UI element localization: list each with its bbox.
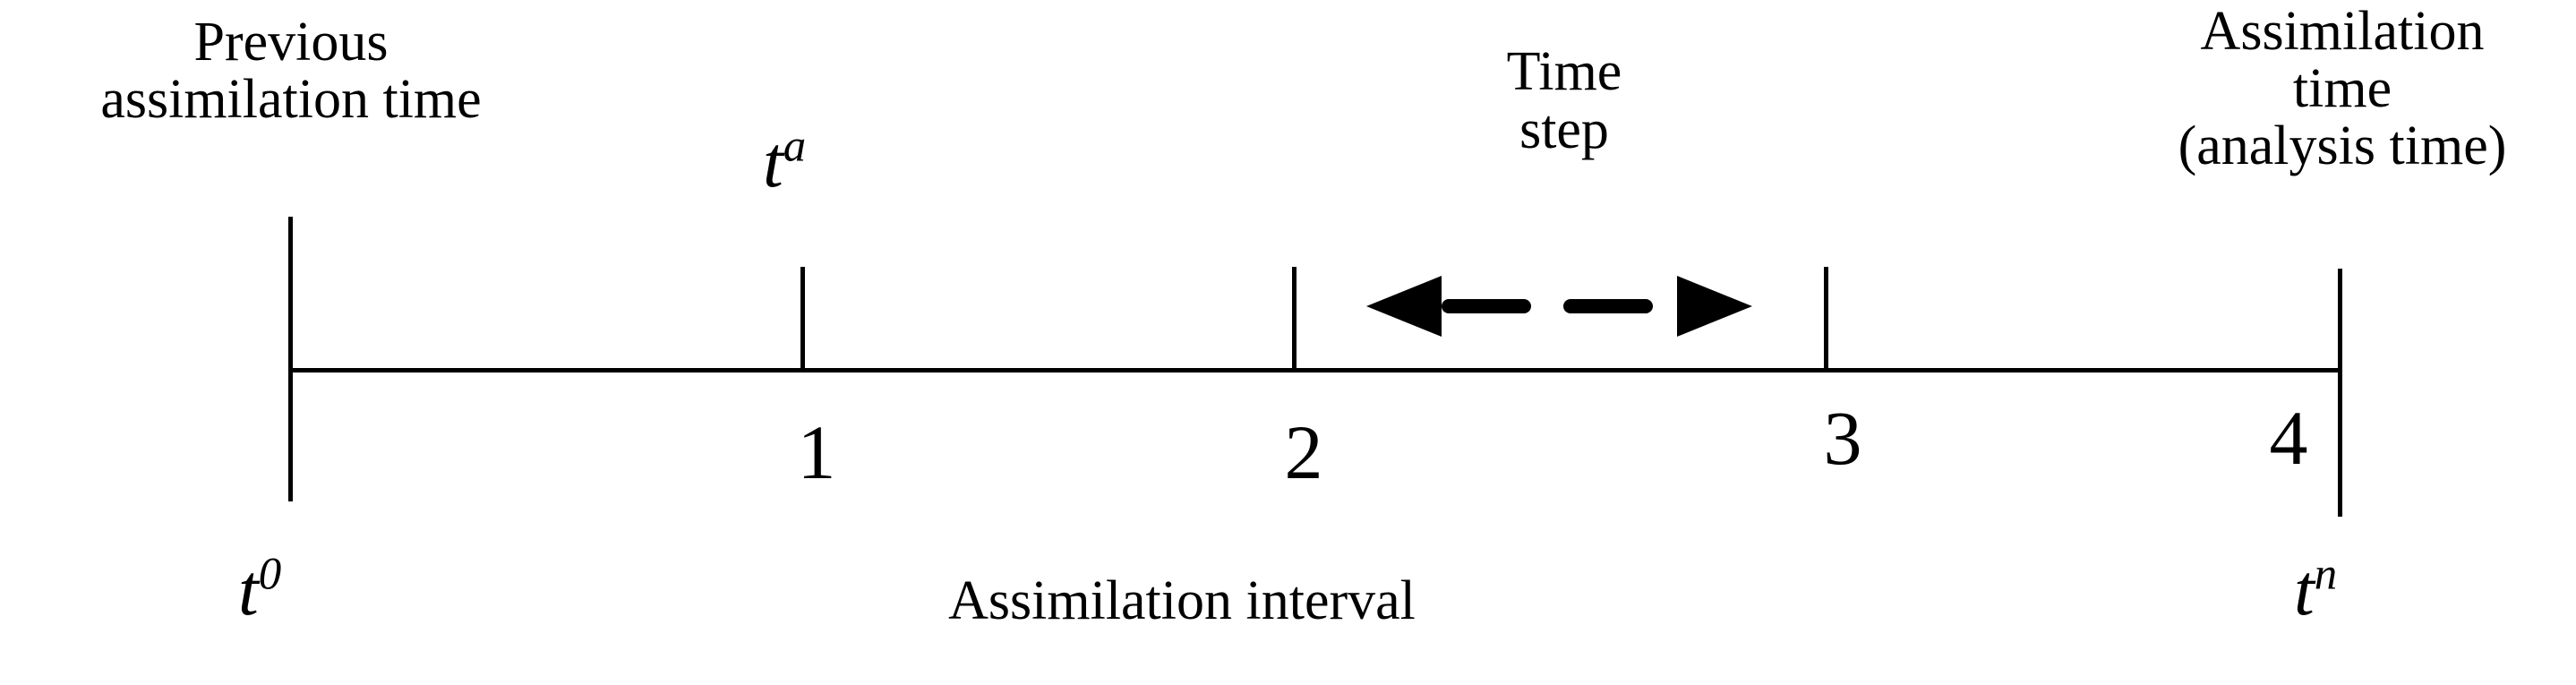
previous-assimilation-label: Previous assimilation time <box>0 12 582 130</box>
tick-step-2 <box>1292 267 1297 372</box>
tick-tn <box>2338 269 2342 517</box>
tick-number-3: 3 <box>1823 395 1862 481</box>
t-end-superscript: n <box>2314 548 2338 599</box>
previous-assimilation-label-line1: Previous <box>193 12 389 73</box>
time-step-arrow <box>1366 276 1752 337</box>
tick-step-3 <box>1824 267 1828 372</box>
time-axis <box>290 368 2341 372</box>
time-step-arrow-right-head <box>1677 276 1752 337</box>
tick-number-4: 4 <box>2269 395 2308 481</box>
assimilation-time-label-line2: time <box>2292 57 2392 119</box>
time-step-arrow-dash-1 <box>1442 299 1531 313</box>
time-step-label-line2: step <box>1519 99 1609 161</box>
t-end-base: t <box>2294 549 2315 630</box>
time-step-label-line1: Time <box>1506 41 1622 102</box>
assimilation-time-label: Assimilation time (analysis time) <box>2109 1 2576 176</box>
t-start-base: t <box>238 549 259 630</box>
previous-assimilation-label-line2: assimilation time <box>100 68 482 130</box>
t-start-superscript: 0 <box>258 548 282 599</box>
tick-t0 <box>288 217 293 501</box>
assimilation-interval-caption: Assimilation interval <box>948 570 1416 631</box>
tick-step-1 <box>800 267 805 372</box>
time-step-arrow-left-head <box>1366 276 1442 337</box>
t-analysis-label: ta <box>763 123 806 199</box>
t-analysis-base: t <box>763 121 783 202</box>
t-analysis-superscript: a <box>783 120 807 171</box>
assimilation-time-label-line3: (analysis time) <box>2178 115 2507 176</box>
assimilation-time-label-line1: Assimilation <box>2200 1 2485 62</box>
tick-number-1: 1 <box>797 409 836 495</box>
time-step-label: Time step <box>1430 41 1699 161</box>
t-end-label: tn <box>2294 551 2337 627</box>
t-start-label: t0 <box>238 551 281 627</box>
tick-number-2: 2 <box>1284 409 1323 495</box>
time-step-arrow-dash-2 <box>1563 299 1653 313</box>
